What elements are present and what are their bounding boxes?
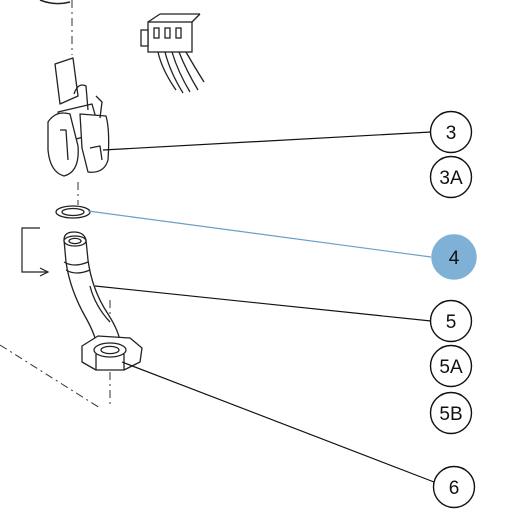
- callout-5-label: 5: [446, 312, 457, 333]
- leader-line-6: [121, 361, 435, 483]
- callout-5[interactable]: 5: [429, 299, 473, 343]
- bent-pipe-part: [63, 231, 121, 351]
- callout-4[interactable]: 4: [431, 234, 477, 280]
- callout-4-label: 4: [449, 248, 460, 269]
- callout-6[interactable]: 6: [432, 465, 476, 509]
- valve-clip-part: [47, 57, 110, 177]
- leader-line-5: [94, 285, 432, 322]
- upper-part-fragment: [39, 0, 71, 5]
- hex-nut-part: [81, 335, 143, 371]
- callout-5b[interactable]: 5B: [429, 391, 473, 435]
- wire-connector: [140, 13, 205, 94]
- callout-3a-label: 3A: [439, 168, 463, 189]
- callout-3[interactable]: 3: [429, 110, 473, 154]
- callout-5b-label: 5B: [439, 404, 462, 425]
- leader-line-3: [102, 131, 432, 151]
- callout-3a[interactable]: 3A: [429, 155, 473, 199]
- o-ring-part: [55, 205, 91, 219]
- callout-6-label: 6: [449, 478, 460, 499]
- callout-5a[interactable]: 5A: [429, 344, 473, 388]
- insertion-arrow: [21, 227, 50, 277]
- callout-5a-label: 5A: [439, 357, 463, 378]
- callout-3-label: 3: [446, 123, 457, 144]
- leader-line-4: [87, 210, 432, 258]
